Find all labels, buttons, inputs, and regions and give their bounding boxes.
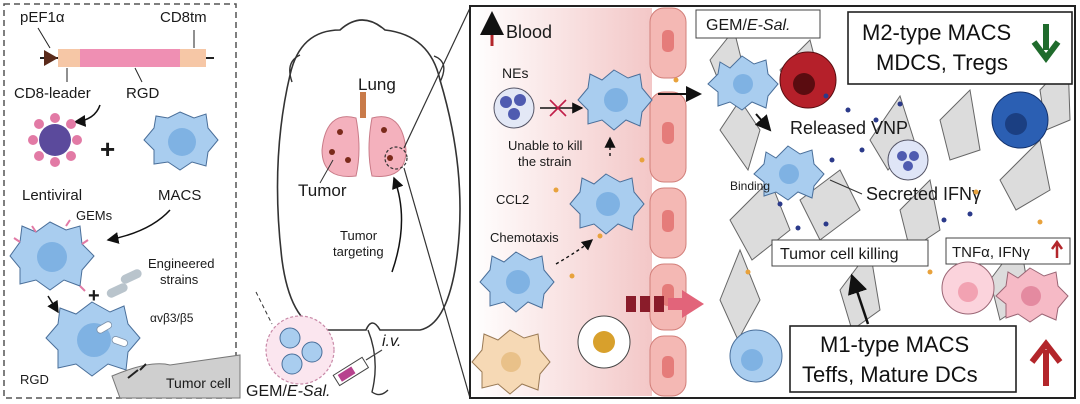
mouse-panel: Lung Tumor Tumor targeting i.v. GEM/E-Sa… xyxy=(246,7,471,400)
pef1a-label: pEF1α xyxy=(20,9,65,26)
plus-sign: + xyxy=(100,134,115,164)
bacteria-icon xyxy=(106,269,142,298)
gem-label: GEM/E-Sal. xyxy=(706,17,790,34)
chemotaxis-label: Chemotaxis xyxy=(490,230,559,245)
unable-label-2: the strain xyxy=(518,154,571,169)
macs-cell-icon xyxy=(143,111,219,171)
mouse-body xyxy=(276,19,461,331)
ccl2-label: CCL2 xyxy=(496,192,529,207)
cd8-leader-label: CD8-leader xyxy=(14,85,91,102)
secreted-ifn-label: Secreted IFNγ xyxy=(866,184,981,204)
up-arrow-icon xyxy=(1029,339,1063,386)
unable-label-1: Unable to kill xyxy=(508,138,583,153)
syringe-icon xyxy=(332,349,383,387)
m1-line2: Teffs, Mature DCs xyxy=(802,362,978,387)
blood-macs-cells xyxy=(479,69,653,313)
targeting-label-2: targeting xyxy=(333,244,384,259)
dose-circle xyxy=(265,315,335,385)
cross-icon xyxy=(549,99,567,117)
iv-label: i.v. xyxy=(382,333,401,350)
blood-label: Blood xyxy=(506,22,552,42)
promoter-arrow-icon xyxy=(44,50,58,66)
engineered-label-2: strains xyxy=(160,272,199,287)
lentiviral-label: Lentiviral xyxy=(22,187,82,204)
right-lung xyxy=(368,116,407,177)
ne-cell-tissue-icon xyxy=(887,139,929,181)
gems-label: GEMs xyxy=(76,208,113,223)
tumor-label: Tumor xyxy=(298,181,347,200)
released-vnp-label: Released VNP xyxy=(790,118,908,138)
cytokine-dots xyxy=(553,77,1043,279)
tumor-cell-label: Tumor cell xyxy=(166,375,231,391)
up-small-arrow-icon xyxy=(1050,239,1064,258)
rgd-top-label: RGD xyxy=(126,85,160,102)
down-arrow-icon xyxy=(1031,24,1061,63)
lung-label: Lung xyxy=(358,75,396,94)
macs-label: MACS xyxy=(158,187,201,204)
engineered-macs-icon xyxy=(45,301,141,377)
zoom-circle xyxy=(384,146,408,170)
gene-construct xyxy=(40,49,214,67)
vnp-particles xyxy=(777,93,973,231)
neutrophil-icon xyxy=(493,87,535,129)
left-panel: pEF1α CD8tm CD8-leader RGD + Lentiviral … xyxy=(3,3,241,399)
targeting-label-1: Tumor xyxy=(340,228,378,243)
gem-esal-bottom-label: GEM/E-Sal. xyxy=(246,383,330,400)
tnf-label: TNFα, IFNγ xyxy=(952,244,1030,261)
integrin-label: αvβ3/β5 xyxy=(150,311,194,325)
m1-box xyxy=(789,325,1017,393)
gem-cell-icon xyxy=(9,219,95,292)
dose-macs-icons xyxy=(279,327,323,375)
gem-label-box xyxy=(695,9,821,39)
m1-line1: M1-type MACS xyxy=(820,332,969,357)
m2-box xyxy=(847,11,1073,85)
binding-label: Binding xyxy=(730,179,770,193)
tnf-box xyxy=(945,237,1071,265)
vessel-wall xyxy=(649,7,687,397)
mouse-tail xyxy=(367,329,389,396)
lentivirus-icon xyxy=(28,113,82,167)
cd8tm-label: CD8tm xyxy=(160,9,207,26)
m2-line1: M2-type MACS xyxy=(862,20,1011,45)
engineered-label-1: Engineered xyxy=(148,256,215,271)
nes-label: NEs xyxy=(502,65,528,81)
right-panel: Blood NEs Unable to kill the strain CCL2… xyxy=(469,5,1076,399)
tumor-killing-box xyxy=(771,239,929,267)
tumor-killing-label: Tumor cell killing xyxy=(780,246,899,263)
plus-sign-2: + xyxy=(88,285,100,307)
rgd-bottom-label: RGD xyxy=(20,372,49,387)
extravasation-arrow-icon xyxy=(626,290,704,318)
m2-line2: MDCS, Tregs xyxy=(876,50,1008,75)
